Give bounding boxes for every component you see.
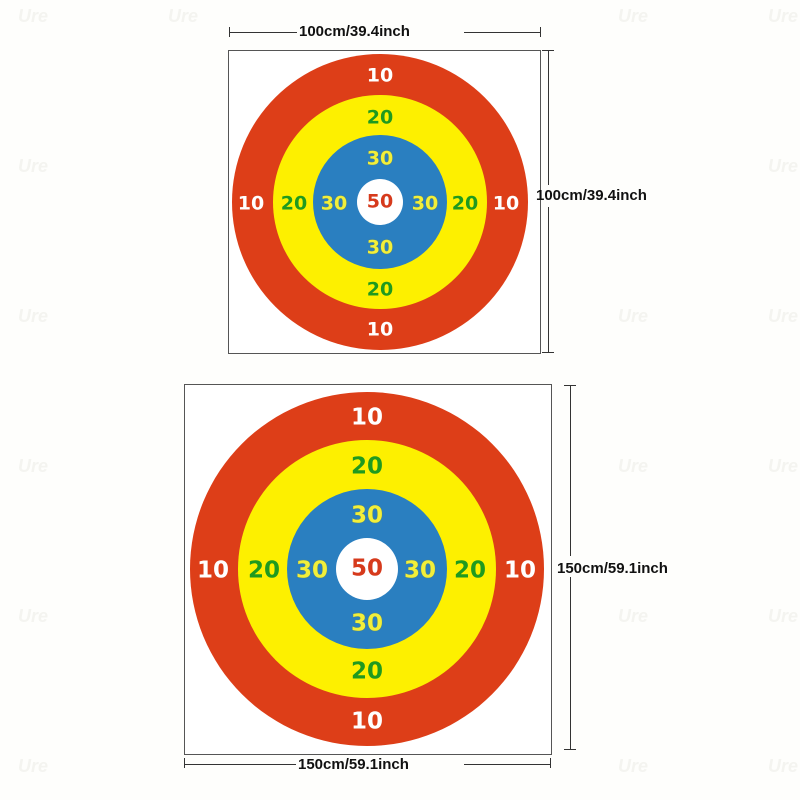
bullseye-50 [336,538,398,600]
watermark-text: Ure [18,306,49,326]
score-label: 30 [366,147,394,170]
score-label: 20 [366,278,394,301]
dimension-tick [184,758,185,768]
score-label: 30 [403,557,437,584]
watermark-text: Ure [768,456,799,476]
watermark-text: Ure [168,6,199,26]
watermark-text: Ure [618,456,649,476]
score-label: 20 [453,557,487,584]
watermark-text: Ure [18,756,49,776]
score-label: 20 [366,106,394,129]
watermark-text: Ure [768,306,799,326]
score-label: 10 [350,708,384,735]
watermark-text: Ure [18,606,49,626]
watermark-text: Ure [618,756,649,776]
score-label: 50 [350,555,384,582]
dimension-tick [540,27,541,37]
score-label: 10 [237,192,265,215]
score-label: 30 [295,557,329,584]
score-label: 30 [366,236,394,259]
score-label: 10 [366,64,394,87]
score-label: 30 [350,610,384,637]
width-label: 150cm/59.1inch [298,756,409,773]
dimension-tick [550,758,551,768]
score-label: 10 [492,192,520,215]
dimension-tick [542,352,554,353]
width-label: 100cm/39.4inch [299,23,410,40]
width-dimension-line [229,32,297,33]
watermark-text: Ure [768,756,799,776]
score-label: 30 [350,502,384,529]
score-label: 20 [350,658,384,685]
score-label: 10 [196,557,230,584]
watermark-text: Ure [618,306,649,326]
score-label: 20 [350,453,384,480]
score-label: 30 [320,192,348,215]
score-label: 20 [451,192,479,215]
score-label: 50 [366,190,394,213]
height-dimension-line [548,207,549,352]
watermark-text: Ure [768,156,799,176]
score-label: 10 [350,404,384,431]
width-dimension-line [464,32,540,33]
watermark-text: Ure [768,6,799,26]
bullseye-50 [357,179,403,225]
score-label: 20 [280,192,308,215]
score-label: 10 [503,557,537,584]
score-label: 10 [366,318,394,341]
dimension-tick [564,749,576,750]
watermark-text: Ure [618,606,649,626]
height-dimension-line [570,577,571,749]
height-dimension-line [548,50,549,185]
watermark-text: Ure [768,606,799,626]
height-dimension-line [570,385,571,556]
score-label: 20 [247,557,281,584]
height-label: 100cm/39.4inch [536,187,647,204]
height-label: 150cm/59.1inch [557,560,668,577]
watermark-text: Ure [618,6,649,26]
watermark-text: Ure [18,156,49,176]
score-label: 30 [411,192,439,215]
watermark-text: Ure [18,6,49,26]
width-dimension-line [464,764,550,765]
width-dimension-line [184,764,296,765]
watermark-text: Ure [18,456,49,476]
